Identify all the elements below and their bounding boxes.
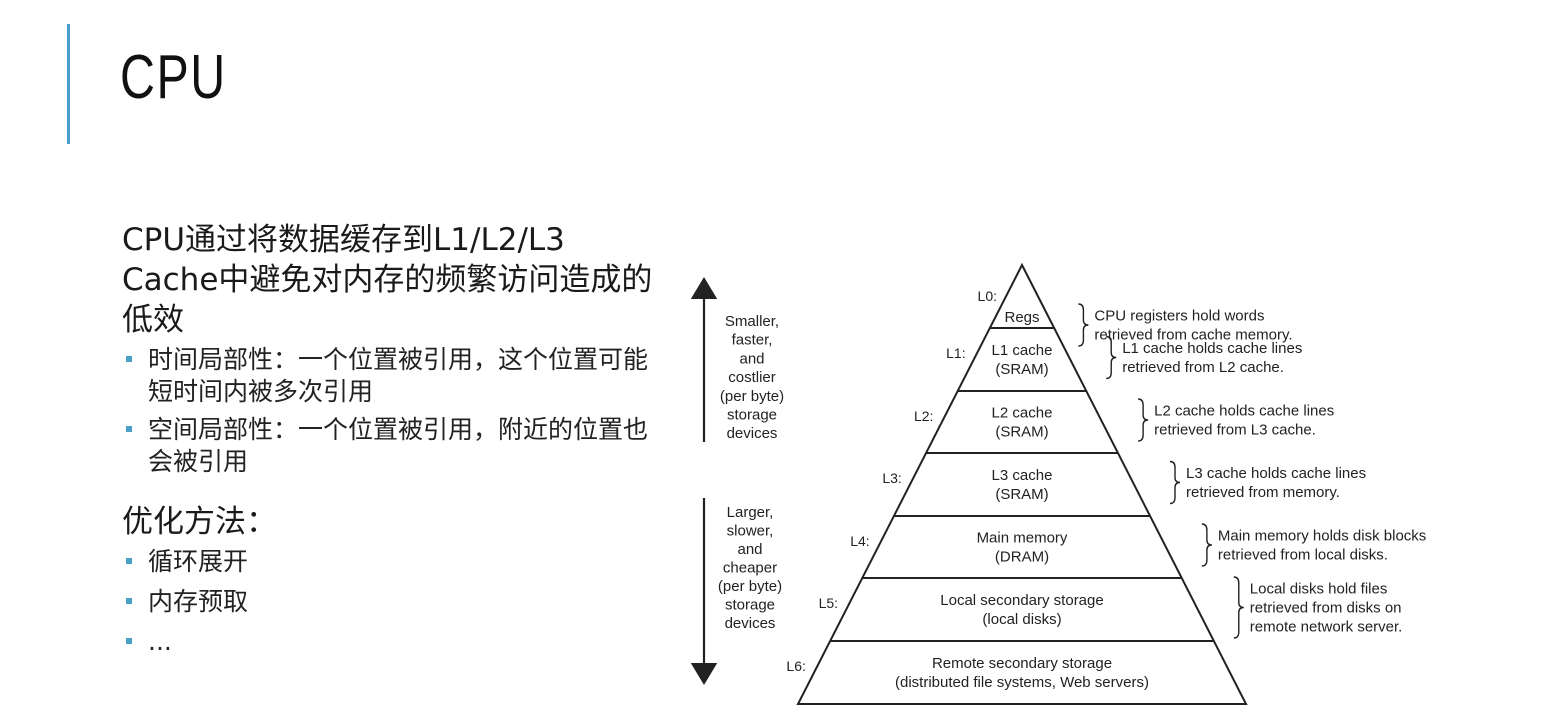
level-id: L1: bbox=[946, 345, 965, 361]
level-note: retrieved from memory. bbox=[1186, 484, 1340, 501]
level-label: Main memory bbox=[977, 530, 1068, 547]
slide-title: CPU bbox=[120, 43, 227, 112]
level-note: retrieved from disks on bbox=[1250, 600, 1402, 617]
list-item: 空间局部性：一个位置被引用，附近的位置也会被引用 bbox=[122, 414, 662, 478]
brace bbox=[1138, 398, 1149, 442]
bullet-text: 内存预取 bbox=[148, 587, 249, 616]
list-item: 内存预取 bbox=[122, 586, 662, 618]
level-id: L0: bbox=[978, 288, 997, 304]
level-note: Main memory holds disk blocks bbox=[1218, 528, 1426, 545]
bottom-arrow-label: storage bbox=[725, 597, 775, 614]
bottom-arrow-label: slower, bbox=[727, 523, 774, 540]
top-arrow-label: storage bbox=[727, 407, 777, 424]
title-accent-bar bbox=[67, 24, 70, 144]
bullet-text: 循环展开 bbox=[148, 547, 249, 576]
bullet-square-icon bbox=[126, 356, 132, 362]
level-label: Remote secondary storage bbox=[932, 655, 1112, 672]
bottom-arrow-label: Larger, bbox=[727, 504, 774, 521]
bullet-square-icon bbox=[126, 426, 132, 432]
level-id: L2: bbox=[914, 408, 933, 424]
bottom-arrow-label: devices bbox=[725, 615, 776, 632]
level-id: L3: bbox=[882, 470, 901, 486]
methods-list: 循环展开 内存预取 ... bbox=[122, 546, 662, 658]
bullet-square-icon bbox=[126, 638, 132, 644]
level-label: (DRAM) bbox=[995, 549, 1049, 566]
pyramid-outline bbox=[796, 262, 1248, 705]
level-note: remote network server. bbox=[1250, 619, 1403, 636]
slide-body: CPU通过将数据缓存到L1/L2/L3 Cache中避免对内存的频繁访问造成的低… bbox=[122, 220, 662, 668]
level-note: retrieved from cache memory. bbox=[1094, 327, 1292, 344]
brace bbox=[1078, 303, 1089, 347]
level-label: (distributed file systems, Web servers) bbox=[895, 674, 1149, 691]
level-note: L3 cache holds cache lines bbox=[1186, 465, 1366, 482]
list-item: 循环展开 bbox=[122, 546, 662, 578]
top-arrow-label: costlier bbox=[728, 369, 776, 386]
level-label: Local secondary storage bbox=[940, 592, 1103, 609]
top-arrow-label: Smaller, bbox=[725, 313, 779, 330]
level-label: L1 cache bbox=[992, 342, 1053, 359]
level-label: (local disks) bbox=[982, 611, 1061, 628]
level-note: retrieved from local disks. bbox=[1218, 547, 1388, 564]
level-label: (SRAM) bbox=[995, 424, 1048, 441]
locality-list: 时间局部性：一个位置被引用，这个位置可能短时间内被多次引用 空间局部性：一个位置… bbox=[122, 344, 662, 478]
level-label: (SRAM) bbox=[995, 486, 1048, 503]
top-arrow-label: faster, bbox=[732, 332, 773, 349]
brace bbox=[1169, 460, 1181, 505]
list-item: 时间局部性：一个位置被引用，这个位置可能短时间内被多次引用 bbox=[122, 344, 662, 408]
bottom-arrow-label: cheaper bbox=[723, 560, 777, 577]
top-arrow-label: devices bbox=[727, 425, 778, 442]
bullet-square-icon bbox=[126, 598, 132, 604]
level-label: L3 cache bbox=[992, 467, 1053, 484]
top-arrow-label: and bbox=[739, 350, 764, 367]
level-note: L1 cache holds cache lines bbox=[1122, 340, 1302, 357]
bullet-text: 空间局部性：一个位置被引用，附近的位置也会被引用 bbox=[148, 415, 649, 476]
bullet-text: ... bbox=[148, 627, 172, 656]
level-label: Regs bbox=[1004, 309, 1039, 326]
top-arrow-label: (per byte) bbox=[720, 388, 784, 405]
main-point: CPU通过将数据缓存到L1/L2/L3 Cache中避免对内存的频繁访问造成的低… bbox=[122, 222, 653, 338]
brace bbox=[1233, 576, 1244, 639]
bullet-square-icon bbox=[126, 558, 132, 564]
level-note: retrieved from L3 cache. bbox=[1154, 422, 1316, 439]
level-note: Local disks hold files bbox=[1250, 581, 1388, 598]
bottom-arrow-label: (per byte) bbox=[718, 578, 782, 595]
brace bbox=[1201, 523, 1212, 567]
level-note: L2 cache holds cache lines bbox=[1154, 403, 1334, 420]
level-id: L4: bbox=[850, 533, 869, 549]
bullet-text: 时间局部性：一个位置被引用，这个位置可能短时间内被多次引用 bbox=[148, 345, 649, 406]
level-note: retrieved from L2 cache. bbox=[1122, 359, 1284, 376]
level-label: (SRAM) bbox=[995, 361, 1048, 378]
bottom-arrow-label: and bbox=[737, 541, 762, 558]
level-note: CPU registers hold words bbox=[1094, 308, 1264, 325]
list-item: ... bbox=[122, 626, 662, 658]
level-id: L5: bbox=[819, 595, 838, 611]
level-id: L6: bbox=[786, 658, 805, 674]
optimization-heading: 优化方法： bbox=[122, 504, 277, 540]
level-label: L2 cache bbox=[992, 405, 1053, 422]
